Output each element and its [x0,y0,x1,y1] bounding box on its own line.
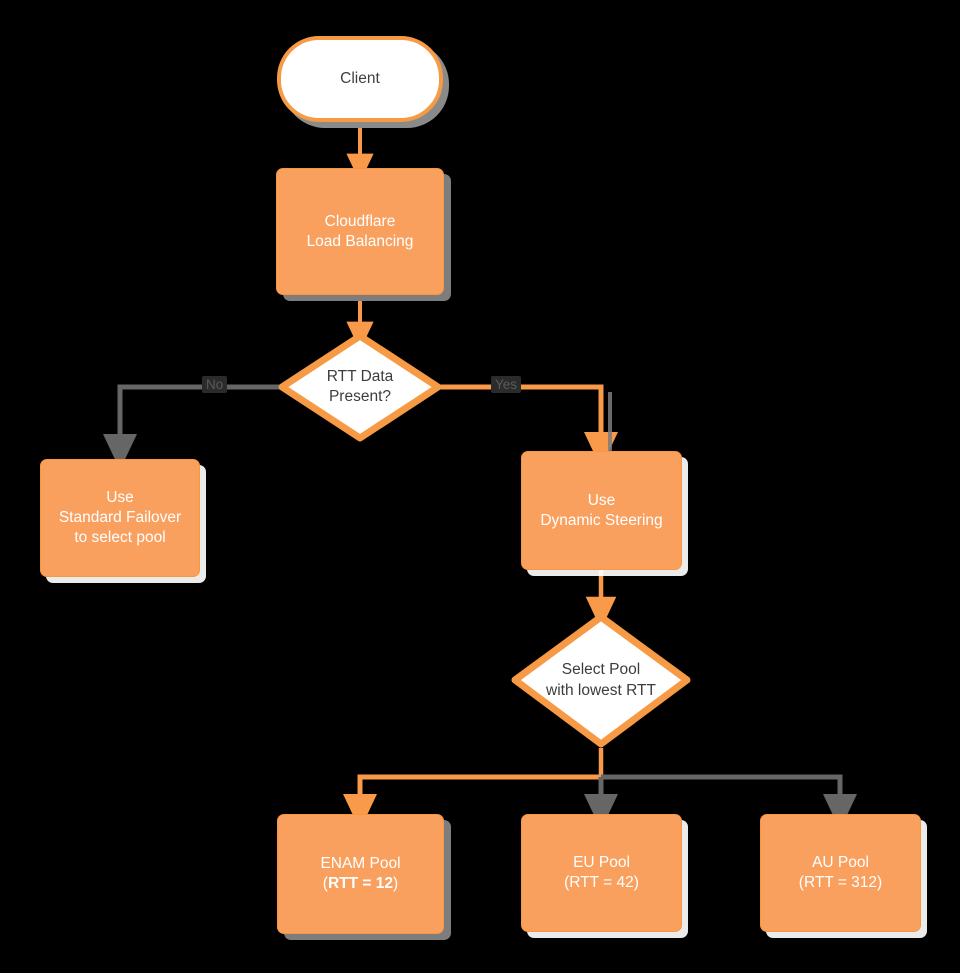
node-dynamic-steering-line1: Use [587,491,616,509]
node-eu-pool-rtt: (RTT = 42) [564,873,639,893]
node-enam-pool-rtt: (RTT = 12) [323,874,398,894]
au-rtt-open: ( [798,874,804,891]
edge-rtt-yes-to-dynamic-steering [437,384,618,469]
node-load-balancing[interactable]: Cloudflare Load Balancing [276,168,444,295]
eu-rtt-value: RTT = 42 [569,874,634,891]
edge-rtt-no-to-standard-failover [102,384,283,471]
node-au-pool-name: AU Pool [812,854,869,872]
node-client[interactable]: Client [277,36,443,122]
node-eu-pool-name: EU Pool [573,854,630,872]
node-dynamic-steering-line2: Dynamic Steering [540,511,663,529]
node-dynamic-steering[interactable]: Use Dynamic Steering [521,451,682,570]
au-rtt-value: RTT = 312 [803,874,878,891]
enam-rtt-value: RTT = 12 [327,875,394,892]
rtt-decision-line2: Present? [328,388,392,405]
rtt-decision-line1: RTT Data [326,367,394,385]
node-client-label: Client [340,70,380,88]
node-load-balancing-line1: Cloudflare [324,212,396,230]
edge-select-pool-to-enam [342,774,601,831]
eu-rtt-close: ) [633,874,639,891]
node-au-pool[interactable]: AU Pool (RTT = 312) [760,814,921,932]
edge-label-no: No [202,376,228,393]
node-au-pool-rtt: (RTT = 312) [799,873,882,893]
node-eu-pool[interactable]: EU Pool (RTT = 42) [521,814,682,932]
node-load-balancing-line2: Load Balancing [306,232,414,250]
select-pool-line1: Select Pool [561,661,641,679]
node-rtt-decision[interactable]: RTT Data Present? [278,332,442,442]
rtt-decision-shape [278,332,442,442]
rtt-decision-label: RTT Data Present? [278,332,442,442]
node-standard-failover-line2: Standard Failover [58,509,182,527]
node-select-pool[interactable]: Select Pool with lowest RTT [511,613,691,748]
eu-rtt-open: ( [564,874,570,891]
node-standard-failover-line3: to select pool [74,528,166,546]
node-enam-pool-name: ENAM Pool [320,855,401,873]
node-standard-failover-line1: Use [106,489,134,507]
select-pool-shape [511,613,691,748]
node-standard-failover[interactable]: Use Standard Failover to select pool [40,459,200,577]
select-pool-label: Select Pool with lowest RTT [511,613,691,748]
enam-rtt-close: ) [393,875,399,892]
edge-select-pool-to-au [601,774,857,831]
node-enam-pool[interactable]: ENAM Pool (RTT = 12) [277,814,444,934]
edge-label-yes: Yes [491,376,522,393]
enam-rtt-open: ( [322,875,328,892]
select-pool-line2: with lowest RTT [546,681,656,699]
au-rtt-close: ) [877,874,883,891]
